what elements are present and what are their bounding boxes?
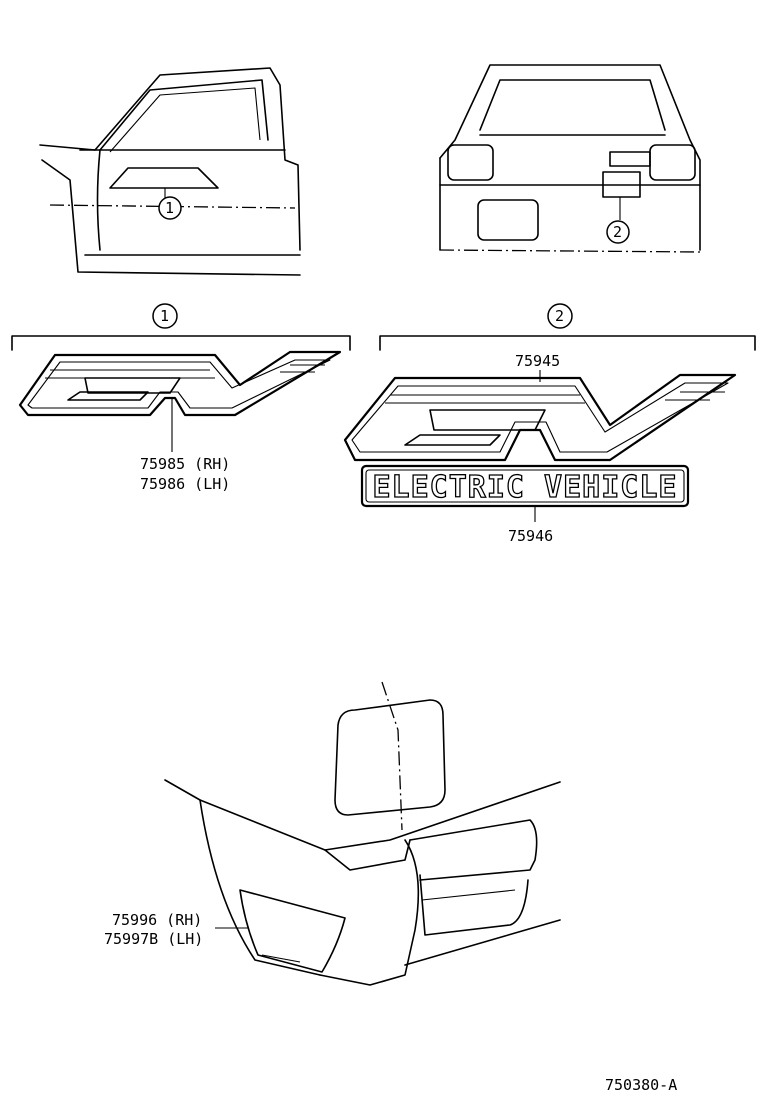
part-75997b-lh: 75997B (LH)	[104, 930, 203, 948]
callout-2-rear: 2	[613, 223, 622, 241]
script-text: ELECTRIC VEHICLE	[373, 470, 678, 505]
part-75945: 75945	[515, 352, 560, 370]
rear-emblem-location	[609, 151, 651, 167]
part-75996-rh: 75996 (RH)	[112, 911, 202, 929]
door-emblem-location	[109, 167, 219, 189]
callout-1-door: 1	[165, 199, 174, 217]
tail-lamp	[334, 699, 446, 816]
part-75985-rh: 75985 (RH)	[140, 455, 230, 473]
rear-hatch-view: 2	[439, 64, 701, 253]
callout-1-label: 1	[160, 307, 169, 325]
drawing-number: 750380-A	[605, 1076, 677, 1094]
ev-emblem-door	[18, 350, 342, 417]
bracket-2: 2	[379, 303, 756, 351]
right-tail-lamp	[649, 144, 696, 181]
ev-emblem-rear	[343, 373, 737, 462]
callout-2-label: 2	[555, 307, 564, 325]
rear-bumper-view	[164, 681, 561, 986]
part-75946: 75946	[508, 527, 553, 545]
bracket-1: 1	[11, 303, 351, 351]
bumper-emblem-location	[239, 889, 346, 973]
license-plate-area	[477, 199, 539, 241]
electric-vehicle-script: ELECTRIC VEHICLE	[360, 464, 690, 508]
side-door-view: 1	[39, 67, 301, 276]
part-75986-lh: 75986 (LH)	[140, 475, 230, 493]
left-tail-lamp	[447, 144, 494, 181]
